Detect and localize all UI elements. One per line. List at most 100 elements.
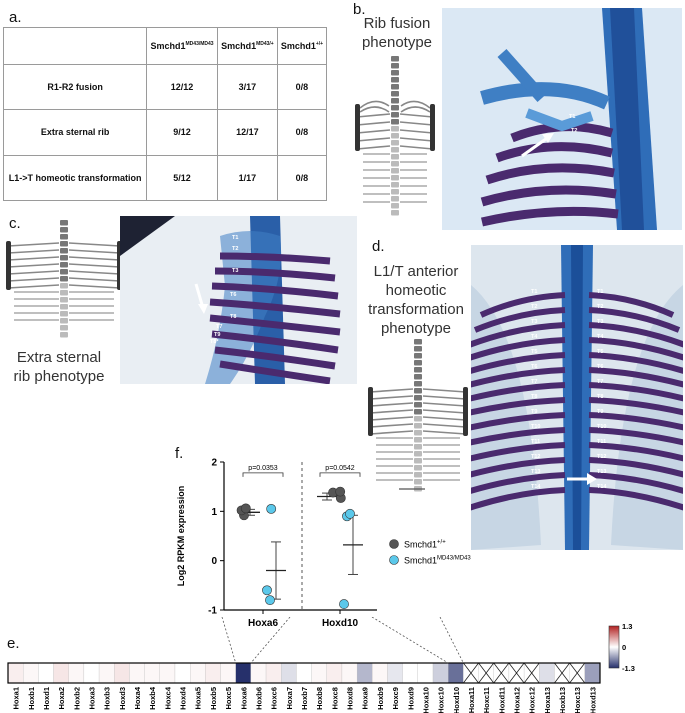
bone-label: T2 (571, 128, 578, 134)
rib-line (399, 145, 434, 150)
panel-label-d: d. (372, 238, 385, 255)
rib-left (471, 367, 566, 388)
bone-label: T11 (597, 439, 607, 445)
connector-line (250, 617, 291, 664)
rib-line (359, 100, 390, 109)
vertebra (391, 210, 399, 216)
bone-label: T3 (597, 319, 604, 325)
vertebra (391, 63, 399, 69)
bone-label: T1 (569, 114, 576, 120)
legend-label: Smchd1+/+ (404, 540, 446, 550)
rib-left (471, 397, 566, 416)
heatmap-cell (144, 662, 160, 684)
table-cell: 9/12 (146, 109, 218, 156)
vertebra (60, 318, 68, 324)
y-tick-label: 2 (211, 458, 217, 469)
gene-label: Hoxa11 (467, 687, 476, 713)
heatmap-cell (7, 662, 24, 684)
heatmap-cell (417, 662, 434, 684)
gene-label: Hoxb3 (103, 687, 112, 710)
bone-label: T9 (214, 332, 221, 338)
gene-label: Hoxc8 (330, 687, 339, 710)
bone-label: T7 (597, 379, 604, 385)
vertebra (391, 161, 399, 167)
gene-label: Hoxb1 (27, 687, 36, 710)
vertebra (391, 182, 399, 188)
rib-line (7, 263, 60, 268)
connector-line (221, 617, 237, 664)
heatmap-cell (356, 662, 373, 684)
vertebra (414, 381, 422, 387)
rib-line (399, 121, 434, 126)
p-bracket (319, 472, 361, 477)
bone-label: T1 (531, 289, 538, 295)
bone-label: T14 (597, 484, 607, 490)
table-cell: 0/8 (276, 154, 328, 202)
sternum-bar (368, 387, 373, 436)
rib-line (422, 416, 467, 421)
vertebra (414, 479, 422, 485)
gene-label: Hoxb9 (376, 687, 385, 710)
rib-right (588, 472, 683, 494)
bone-label: T2 (531, 304, 538, 310)
bone-label: T5 (531, 349, 538, 355)
vertebra (414, 367, 422, 373)
vertebra (414, 416, 422, 422)
heatmap-cell (296, 662, 312, 684)
rib-line (422, 402, 467, 407)
bone-label: T13 (597, 469, 607, 475)
heatmap-cell (235, 662, 252, 684)
rib-left (473, 307, 566, 333)
gene-label: Hoxb4 (148, 686, 157, 710)
y-axis-label: Log2 RPKM expression (176, 486, 186, 587)
rib-line (356, 121, 391, 126)
rib-line (356, 129, 391, 134)
gene-label: Hoxc13 (573, 687, 582, 713)
rib-line (422, 388, 467, 393)
vertebra (60, 220, 68, 226)
heatmap-cell (220, 662, 236, 684)
rib-line (7, 284, 60, 289)
panel-label-a: a. (9, 9, 22, 26)
gene-label: Hoxd4 (179, 686, 188, 710)
y-tick-label: 0 (211, 556, 217, 567)
na-cross (463, 662, 479, 684)
bone-label: T3 (531, 319, 538, 325)
rib-line (422, 423, 467, 428)
extra-sternal-rib-schematic (6, 220, 122, 338)
gene-label: Hoxd10 (452, 687, 461, 713)
gene-label: Hoxa6 (239, 687, 248, 710)
legend-label: Smchd1MD43/MD43 (404, 556, 471, 566)
rib-line (68, 242, 121, 247)
heatmap-cell (190, 662, 206, 684)
rib-line (7, 256, 60, 261)
vertebra (391, 112, 399, 118)
bone-label: T2 (597, 304, 604, 310)
gene-label: Hoxa2 (57, 687, 66, 710)
na-cross (478, 662, 495, 684)
bone-label: T11 (531, 439, 541, 445)
rib-line (369, 388, 414, 393)
rib-right (588, 382, 683, 402)
table-cell: 5/12 (146, 154, 218, 202)
rib-right (588, 457, 683, 478)
vertebra (391, 175, 399, 181)
heatmap-cell (205, 662, 221, 684)
heatmap-cell (281, 662, 297, 684)
rib-right (588, 412, 683, 431)
gene-label: Hoxa4 (133, 686, 142, 709)
vertebra (60, 269, 68, 275)
photo-extra-sternal-rib: T1 T2 T3 T6 T8 T7 T9 T8* (120, 216, 357, 384)
vertebra (414, 472, 422, 478)
rib-left (479, 292, 566, 318)
vertebra (391, 140, 399, 146)
gene-label: Hoxb7 (300, 687, 309, 710)
heatmap-cell (53, 662, 69, 684)
rib-line (68, 277, 121, 282)
data-point (335, 486, 346, 497)
heatmap-cell (311, 662, 327, 684)
rib-line (68, 284, 121, 289)
gene-label: Hoxc11 (482, 687, 491, 713)
bone-label: T6 (531, 364, 538, 370)
